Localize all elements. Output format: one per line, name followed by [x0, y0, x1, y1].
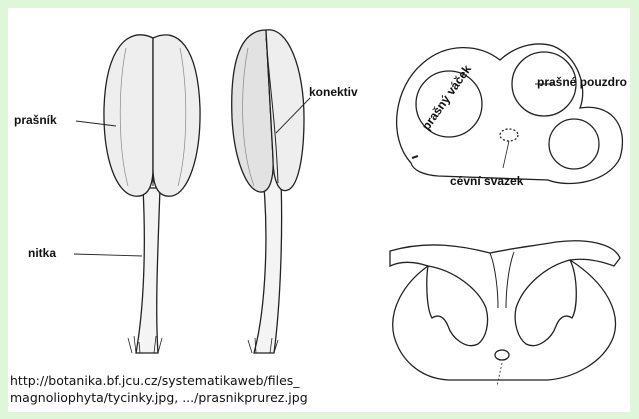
anther-theca-left: [104, 35, 153, 196]
label-prasne-pouzdro: prašné pouzdro: [537, 75, 627, 89]
label-cevni-svazek: cévní svazek: [450, 174, 524, 188]
anther-theca-right: [153, 35, 200, 196]
caption-line-2: magnoliophyta/tycinky.jpg, .../prasnikpr…: [10, 389, 410, 406]
filament-front: [136, 188, 160, 353]
stamen-diagram: prašník nitka konektiv prašný váček praš…: [8, 8, 630, 412]
pollen-sac-right-bottom: [549, 119, 599, 169]
label-konektiv: konektiv: [309, 85, 358, 99]
label-prasny-vacek: prašný váček: [419, 62, 474, 133]
locule-right: [515, 260, 576, 346]
vascular-bundle-bottom: [495, 350, 509, 360]
diagram-canvas: prašník nitka konektiv prašný váček praš…: [8, 8, 630, 412]
label-prasnik: prašník: [14, 113, 57, 127]
caption-line-1: http://botanika.bf.jcu.cz/systematikaweb…: [10, 372, 410, 389]
image-source-caption: http://botanika.bf.jcu.cz/systematikaweb…: [10, 372, 410, 406]
stamen-front: [104, 35, 200, 353]
anther-cross-section-bottom: [390, 241, 620, 386]
locule-left: [427, 266, 488, 346]
vascular-bundle: [500, 129, 518, 141]
label-nitka: nitka: [28, 246, 56, 260]
stamen-side: [232, 30, 304, 353]
